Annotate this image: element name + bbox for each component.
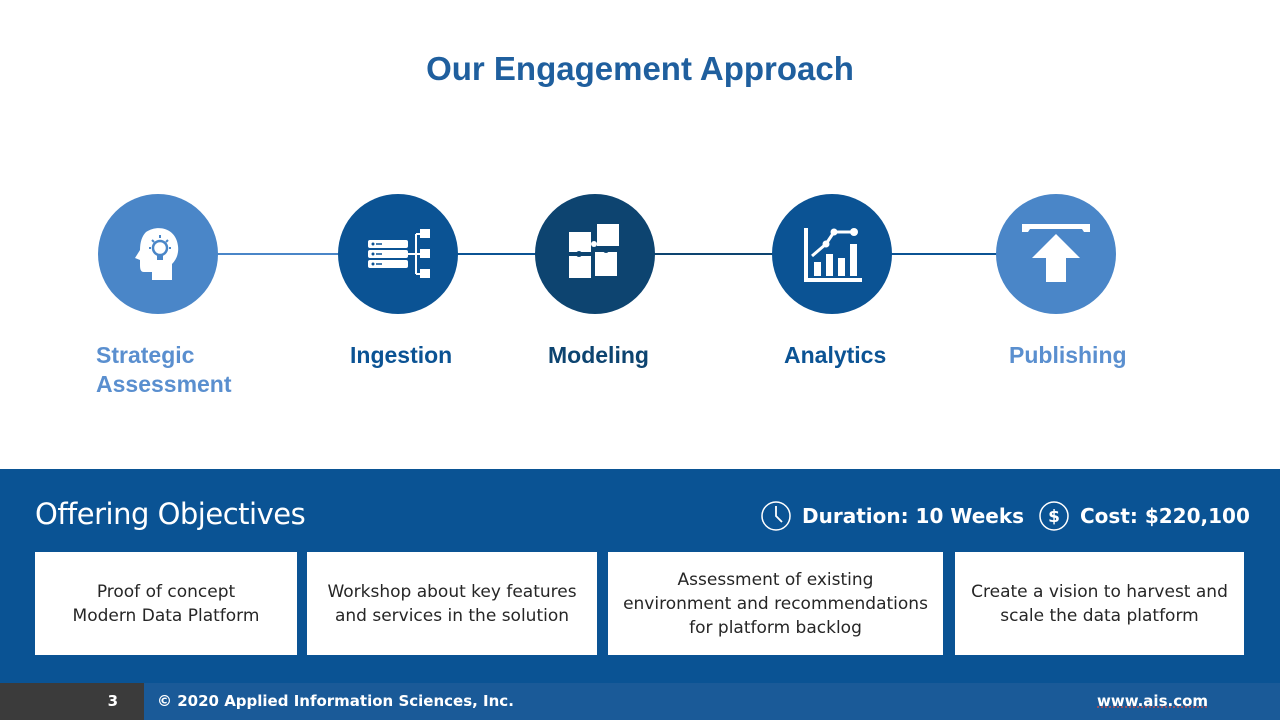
connector-line [654,253,774,255]
stage-label-ingestion: Ingestion [350,342,453,368]
objective-card: Assessment of existing environment and r… [608,552,943,655]
upload-icon [1022,224,1090,282]
objective-card: Proof of concept Modern Data Platform [35,552,297,655]
copyright: © 2020 Applied Information Sciences, Inc… [157,692,514,710]
objective-text: Proof of concept Modern Data Platform [72,581,260,626]
cost-label: Cost: $220,100 [1080,504,1250,528]
dollar-icon: $ [1039,501,1069,531]
objective-text: Create a vision to harvest and scale the… [971,581,1228,626]
svg-text:$: $ [1048,507,1060,527]
connector-line [456,253,538,255]
stage-label-strategic-assessment: Strategic Assessment [96,342,232,397]
footer-bar [0,683,1280,720]
stage-circle-strategic-assessment [98,194,218,314]
stage-label-modeling: Modeling [548,342,649,368]
objective-card: Workshop about key features and services… [307,552,597,655]
website-link[interactable]: www.ais.com [1097,692,1209,710]
clock-icon [761,501,791,531]
objectives-title: Offering Objectives [35,497,306,531]
server-folders-icon [368,229,430,278]
objective-text: Assessment of existing environment and r… [623,569,928,638]
slide-title: Our Engagement Approach [426,50,854,87]
stage-circle-publishing [996,194,1116,314]
stage-label-publishing: Publishing [1009,342,1127,368]
stage-circle-ingestion [338,194,458,314]
objective-text: Workshop about key features and services… [327,581,577,626]
head-lightbulb-icon [135,228,179,280]
objective-card: Create a vision to harvest and scale the… [955,552,1244,655]
connector-line [890,253,998,255]
chart-icon [804,228,862,282]
cost-info: $ Cost: $220,100 [1038,500,1250,532]
duration-info: Duration: 10 Weeks [760,500,1024,532]
puzzle-icon [569,224,619,278]
stage-circle-modeling [535,194,655,314]
connector-line [216,253,340,255]
stage-label-analytics: Analytics [784,342,887,368]
duration-label: Duration: 10 Weeks [802,504,1025,528]
page-number: 3 [0,683,144,720]
stage-circle-analytics [772,194,892,314]
